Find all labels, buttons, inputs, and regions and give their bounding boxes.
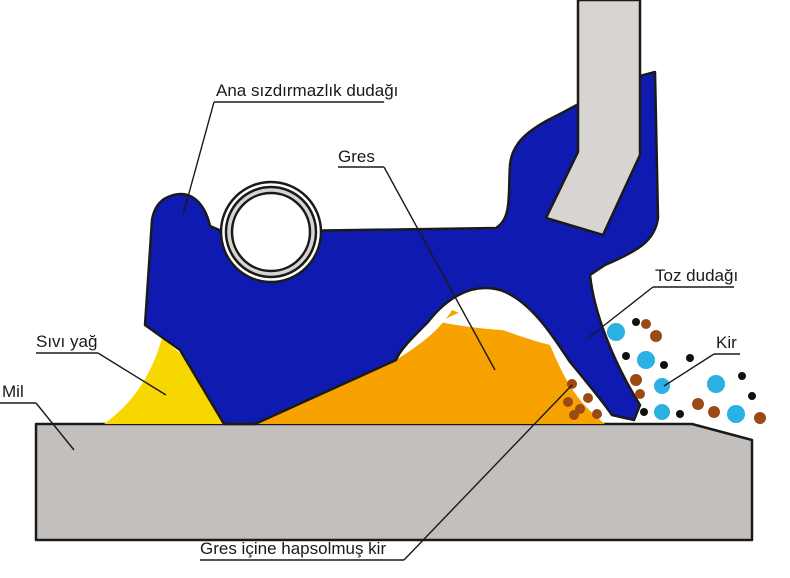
garter-spring-inner: [230, 191, 312, 273]
label-dirt: Kir: [716, 333, 737, 352]
metal-case: [544, 0, 642, 237]
label-dust-lip: Toz dudağı: [655, 266, 738, 285]
seal-body: [143, 70, 660, 426]
grease-fill: [255, 310, 605, 424]
leader-lines: [0, 101, 740, 561]
label-oil: Sıvı yağ: [36, 332, 97, 351]
label-grease: Gres: [338, 147, 375, 166]
label-shaft: Mil: [2, 382, 24, 401]
label-trapped-dirt: Gres içine hapsolmuş kir: [200, 539, 386, 558]
dirt-particles: [607, 318, 766, 424]
oil-fill: [104, 338, 224, 424]
shaft: [34, 422, 754, 542]
trapped-dirt-particles: [563, 379, 602, 420]
grease-highlight: [440, 304, 545, 331]
label-main-sealing-lip: Ana sızdırmazlık dudağı: [216, 81, 398, 100]
